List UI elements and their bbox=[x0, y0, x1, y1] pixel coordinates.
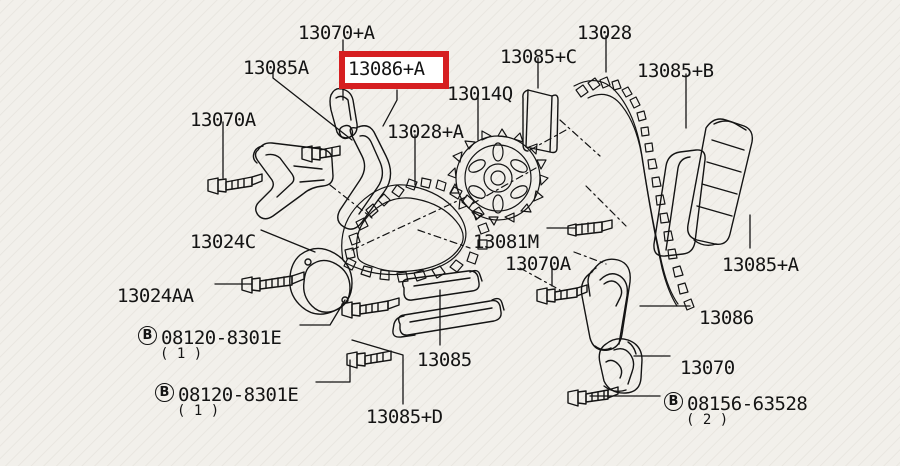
group-marker-b-3: B bbox=[664, 392, 683, 411]
callout-label-13085-d: 13085+D bbox=[366, 406, 443, 428]
part-bolt-08120-8301E-a bbox=[341, 297, 400, 319]
highlight-box-13086A bbox=[339, 51, 449, 89]
part-tensioner-body-13070 bbox=[598, 337, 643, 394]
part-bolt-08156-63528 bbox=[567, 386, 619, 407]
part-guide-13085 bbox=[401, 269, 483, 301]
callout-label-13070: 13070 bbox=[680, 357, 735, 379]
callout-label-08156-63528: 08156-63528 bbox=[687, 393, 808, 415]
callout-label-08120-8301e-a: 08120-8301E bbox=[161, 327, 282, 349]
callout-label-13070-a: 13070+A bbox=[298, 22, 375, 44]
part-bolt-13070A-lower bbox=[536, 284, 588, 305]
callout-label-13085: 13085 bbox=[417, 349, 472, 371]
part-tensioner-arm-13086 bbox=[580, 258, 631, 351]
part-bolt-13085A-center bbox=[301, 145, 341, 163]
dashed-construction-lines bbox=[329, 119, 627, 291]
chain-links-13028A bbox=[343, 177, 490, 283]
callout-label-13081m: 13081M bbox=[473, 231, 539, 253]
group-qty-3: ( 2 ) bbox=[686, 412, 729, 428]
part-guide-13085C bbox=[522, 89, 559, 154]
group-marker-b-2: B bbox=[155, 383, 174, 402]
callout-label-13028: 13028 bbox=[577, 22, 632, 44]
callout-label-13085-a: 13085+A bbox=[722, 254, 799, 276]
part-guide-13085A-right bbox=[687, 118, 754, 247]
callout-label-13070a-left: 13070A bbox=[190, 109, 256, 131]
part-bolt-13070A-left bbox=[207, 173, 263, 195]
part-guide-13085B bbox=[653, 149, 706, 257]
callout-label-13085-c: 13085+C bbox=[500, 46, 577, 68]
callout-label-13024c: 13024C bbox=[190, 231, 256, 253]
part-bolt-08120-8301E-b bbox=[346, 350, 392, 369]
callout-label-13024aa: 13024AA bbox=[117, 285, 194, 307]
part-pin-13081M bbox=[567, 219, 613, 237]
group-marker-b-1: B bbox=[138, 326, 157, 345]
callout-label-13028-a: 13028+A bbox=[387, 121, 464, 143]
sprocket-lightening-holes bbox=[468, 142, 528, 214]
part-bolt-13024AA bbox=[241, 271, 305, 294]
callout-label-13070a-lower: 13070A bbox=[505, 253, 571, 275]
group-qty-1: ( 1 ) bbox=[160, 346, 203, 362]
callout-label-13085a: 13085A bbox=[243, 57, 309, 79]
part-guide-13085D bbox=[392, 297, 505, 338]
callout-label-13014q: 13014Q bbox=[447, 83, 513, 105]
part-chain-13028 bbox=[573, 76, 695, 311]
callout-label-13086: 13086 bbox=[699, 307, 754, 329]
callout-label-08120-8301e-b: 08120-8301E bbox=[178, 384, 299, 406]
callout-label-13086-a: 13086+A bbox=[348, 58, 425, 80]
group-qty-2: ( 1 ) bbox=[177, 403, 220, 419]
part-chain-13028A bbox=[341, 177, 490, 283]
callout-label-13085-b: 13085+B bbox=[637, 60, 714, 82]
